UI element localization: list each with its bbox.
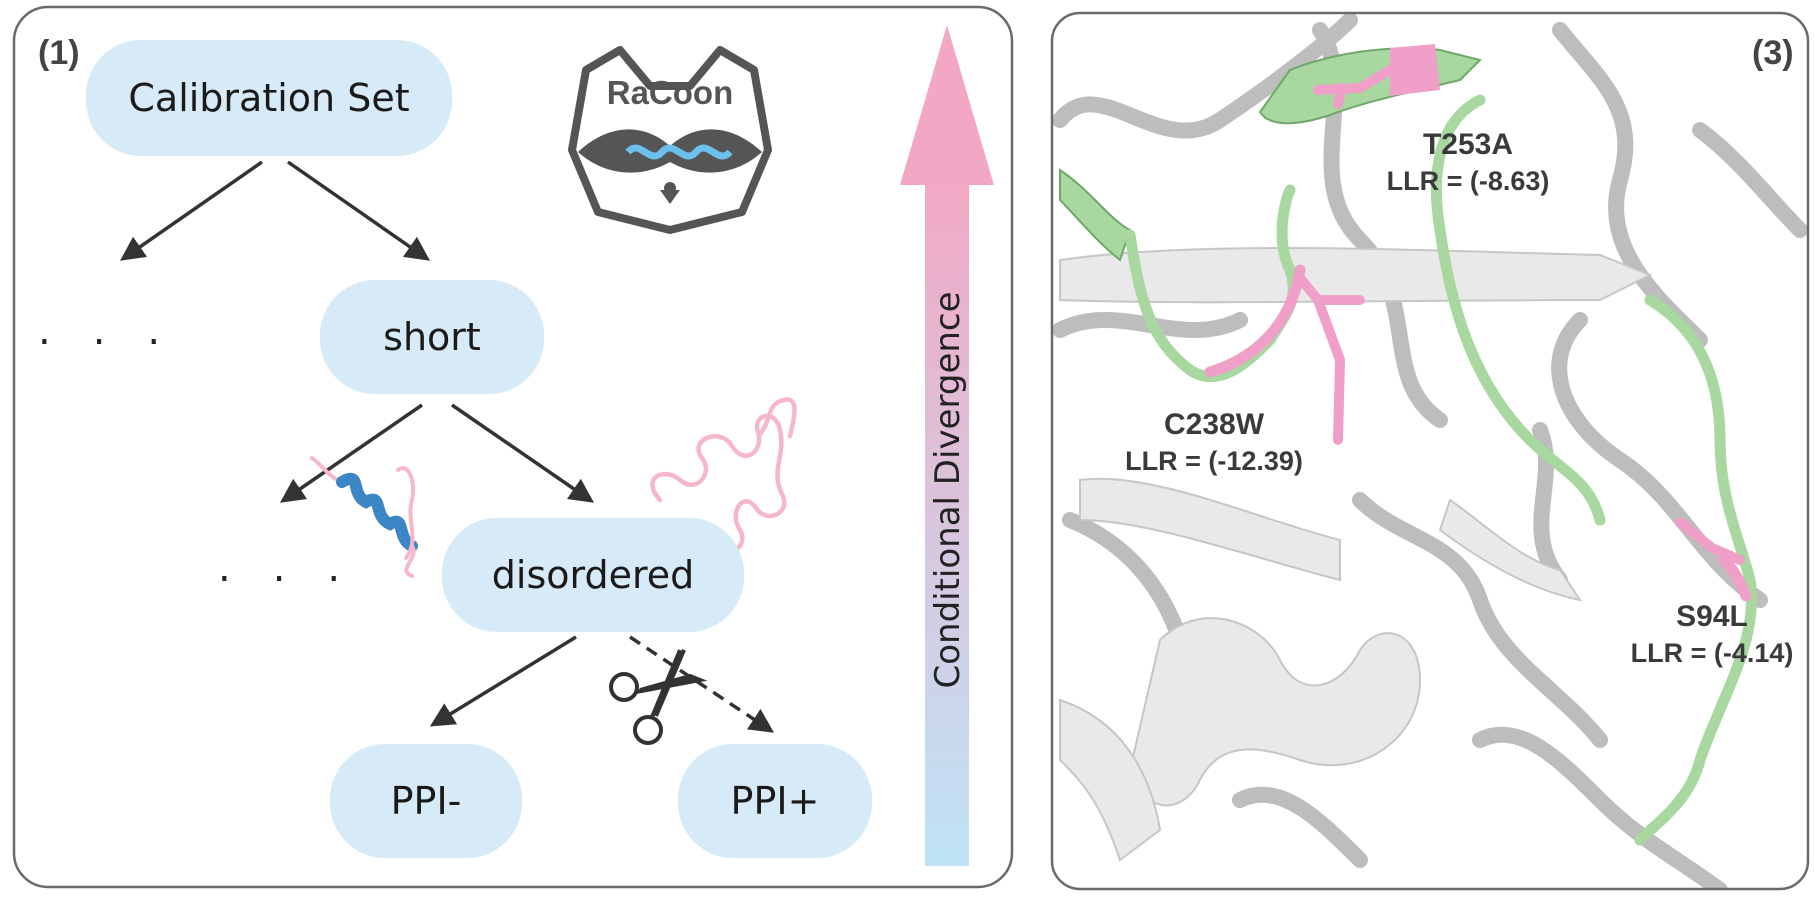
mutation-llr: LLR = (-8.63)	[1386, 166, 1550, 196]
node-ppi-pos: PPI+	[678, 744, 872, 858]
scissors-icon	[609, 648, 708, 745]
node-calibration-set: Calibration Set	[86, 40, 452, 156]
tree-arrows	[119, 160, 775, 733]
node-ppi-neg: PPI-	[330, 744, 522, 858]
protein-structure-render	[1052, 13, 1808, 889]
logo-text: RaCoon	[607, 74, 734, 111]
node-short: short	[320, 280, 544, 394]
mutation-llr: LLR = (-12.39)	[1125, 446, 1303, 476]
arrow-calibration-left	[119, 160, 263, 261]
node-disordered: disordered	[442, 518, 744, 632]
divergence-axis-label: Conditional Divergence	[928, 291, 968, 689]
right-panel-frame	[1050, 11, 1810, 891]
arrow-disordered-ppi-pos	[629, 635, 775, 733]
mutation-name: S94L	[1676, 600, 1748, 633]
mutation-name: C238W	[1163, 408, 1265, 441]
mutation-c238w: C238W LLR = (-12.39)	[1114, 408, 1314, 477]
helix-icon	[310, 456, 418, 578]
arrow-calibration-short	[287, 160, 431, 261]
panel-label-3: (3)	[1752, 34, 1794, 72]
arrow-disordered-ppi-neg	[429, 635, 577, 727]
ellipsis-level-2: ...	[218, 545, 383, 591]
arrow-short-left	[279, 403, 423, 503]
raccoon-logo-icon	[568, 46, 772, 234]
mutation-name: T253A	[1422, 128, 1514, 161]
panel-label-1: (1)	[38, 34, 80, 72]
arrow-short-disordered	[451, 403, 595, 503]
ellipsis-level-1: ...	[38, 308, 203, 354]
mutation-s94l: S94L LLR = (-4.14)	[1622, 600, 1802, 669]
divergence-arrow	[900, 25, 994, 866]
mutation-llr: LLR = (-4.14)	[1630, 638, 1794, 668]
mutation-t253a: T253A LLR = (-8.63)	[1378, 128, 1558, 197]
